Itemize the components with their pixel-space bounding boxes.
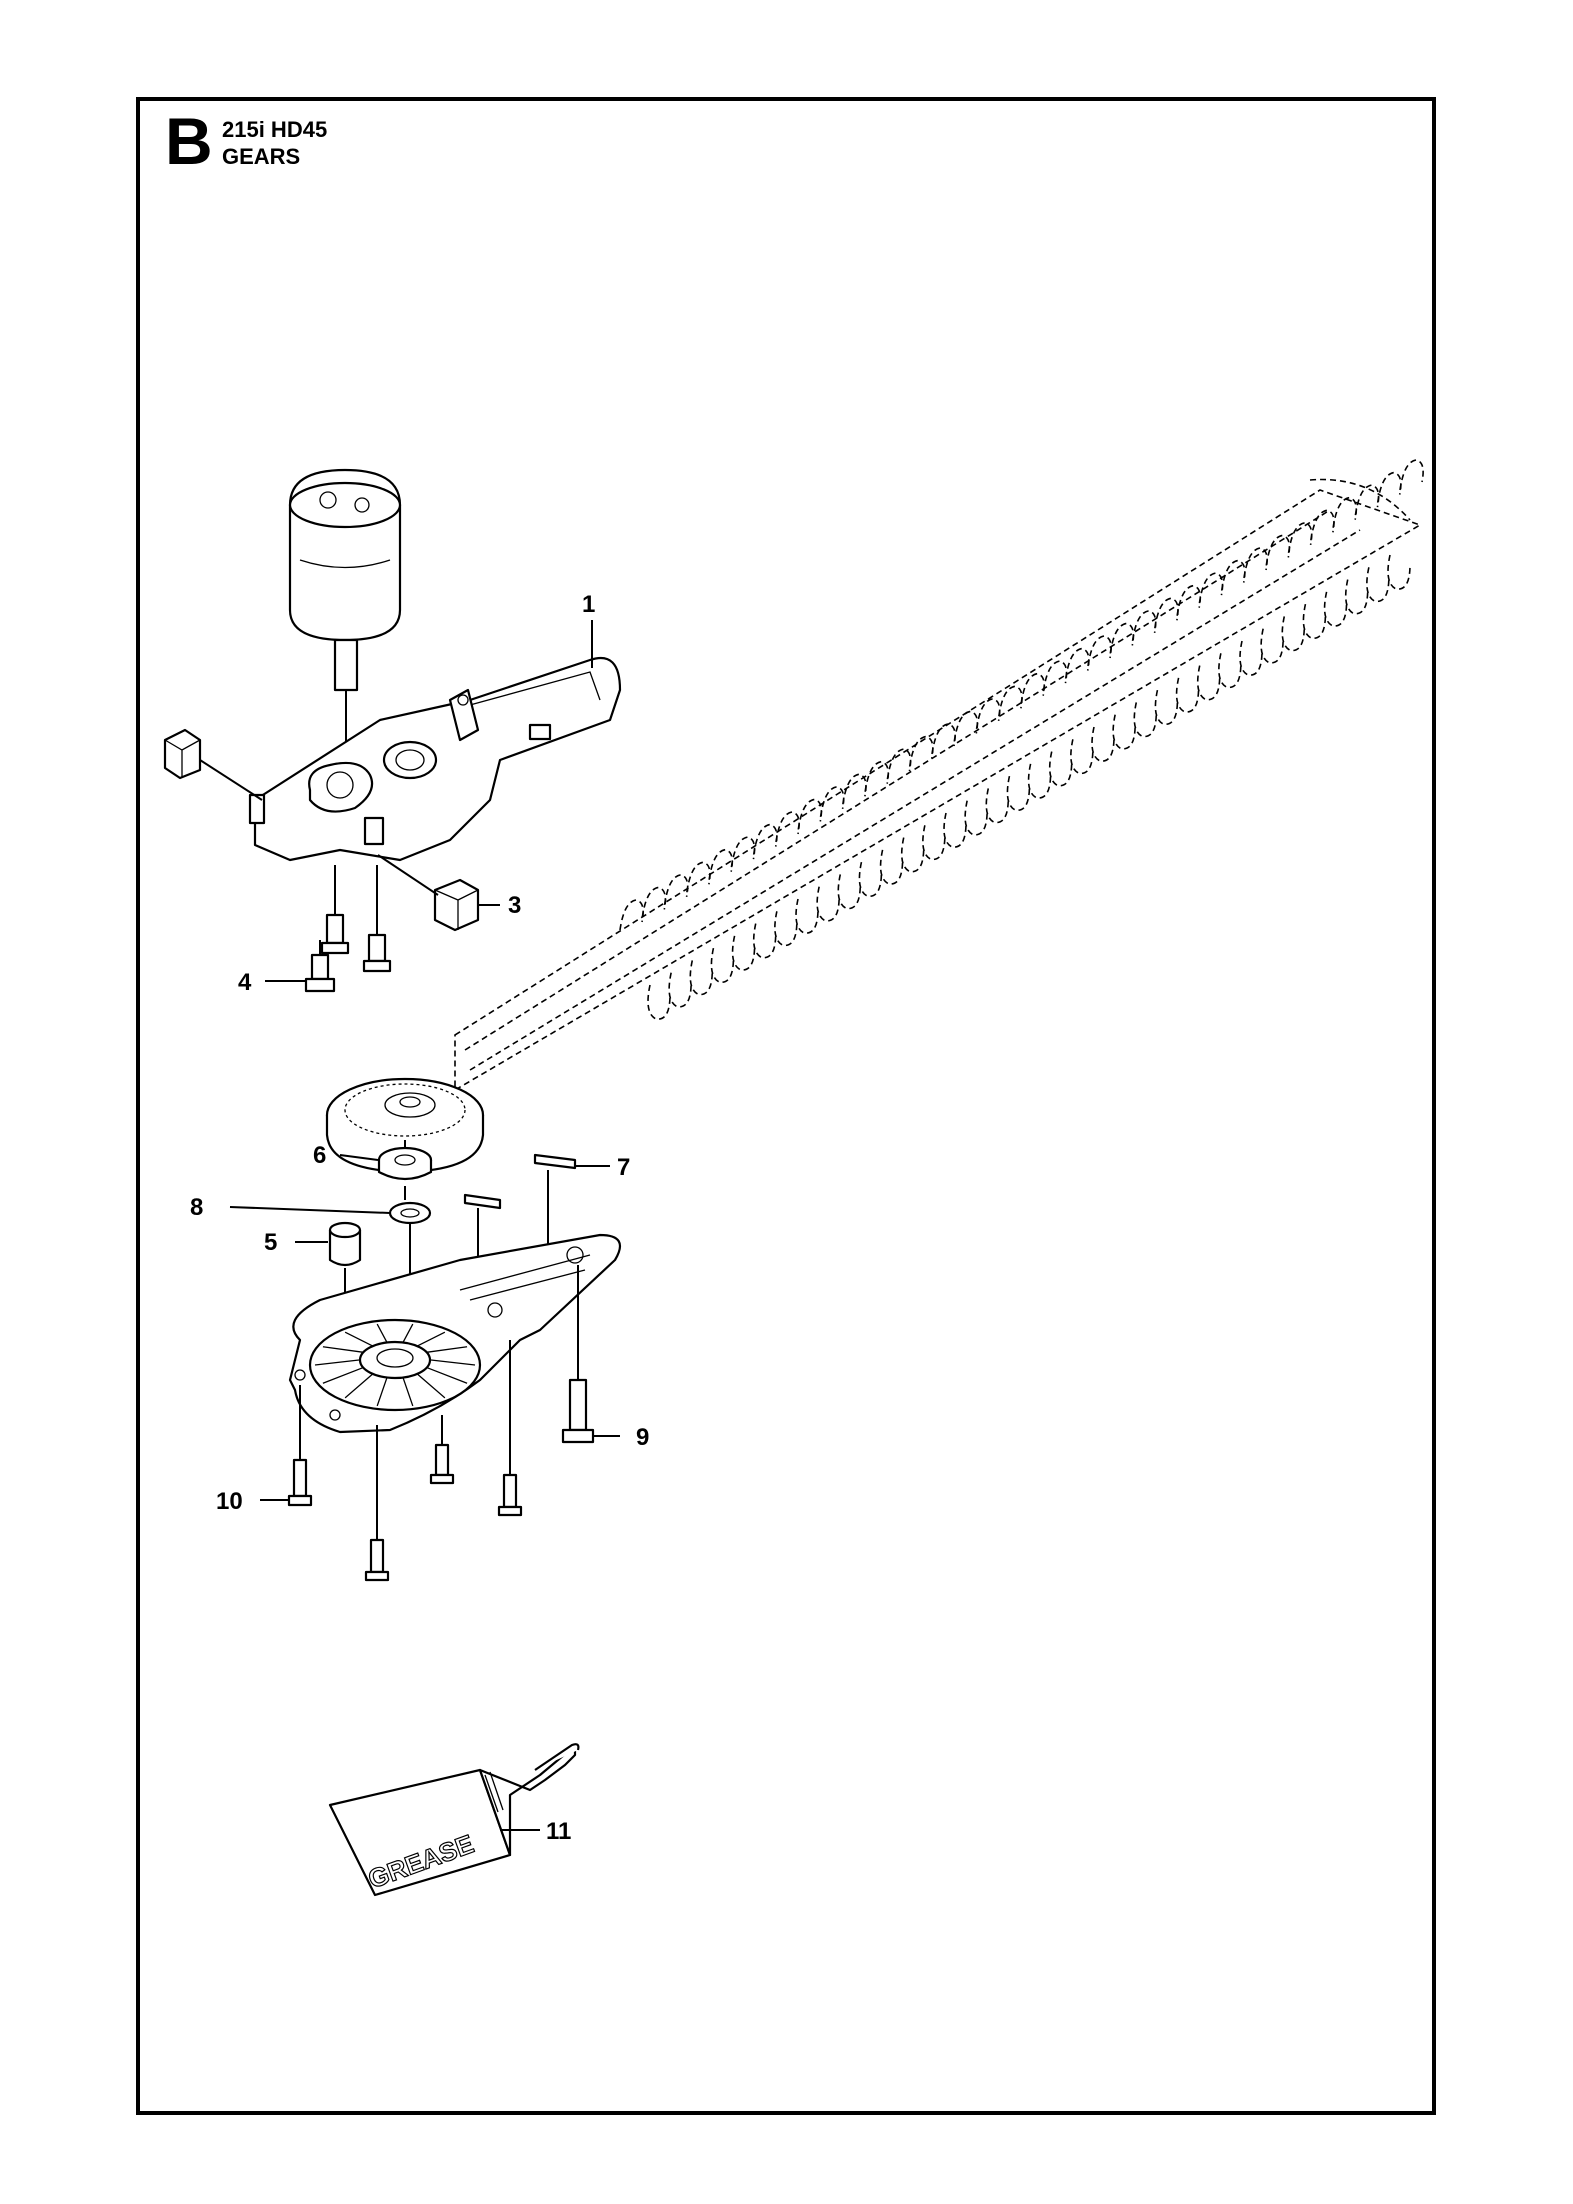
rubber-block-3 <box>377 854 500 932</box>
callout-4: 4 <box>238 969 252 996</box>
callout-7: 7 <box>617 1154 630 1181</box>
callout-11: 11 <box>546 1818 571 1845</box>
callout-8: 8 <box>190 1194 203 1221</box>
callout-labels: 1 3 4 5 6 7 8 9 10 11 <box>190 591 649 1845</box>
callout-5: 5 <box>264 1229 277 1256</box>
callout-10: 10 <box>216 1488 243 1515</box>
cover-screws <box>260 1265 620 1582</box>
callout-9: 9 <box>636 1424 649 1451</box>
callout-1: 1 <box>582 591 595 618</box>
spacer-sleeve <box>295 1221 362 1345</box>
gear-cover <box>288 1233 622 1434</box>
callout-6: 6 <box>313 1142 326 1169</box>
model-name: 215i HD45 <box>222 117 328 142</box>
bearing <box>339 1146 433 1200</box>
section-title: GEARS <box>222 144 301 169</box>
motor <box>288 468 402 770</box>
title-block: 215i HD45 GEARS <box>222 116 327 170</box>
flange-screws <box>265 865 392 993</box>
page-frame <box>136 97 1436 2115</box>
callout-3: 3 <box>508 892 521 919</box>
grease-tube: GREASE <box>328 1743 580 1897</box>
gear-housing <box>248 657 622 862</box>
cutting-blade <box>454 459 1424 1092</box>
rubber-block-left <box>163 728 263 801</box>
washer <box>229 1201 432 1295</box>
section-letter: B <box>165 104 213 178</box>
